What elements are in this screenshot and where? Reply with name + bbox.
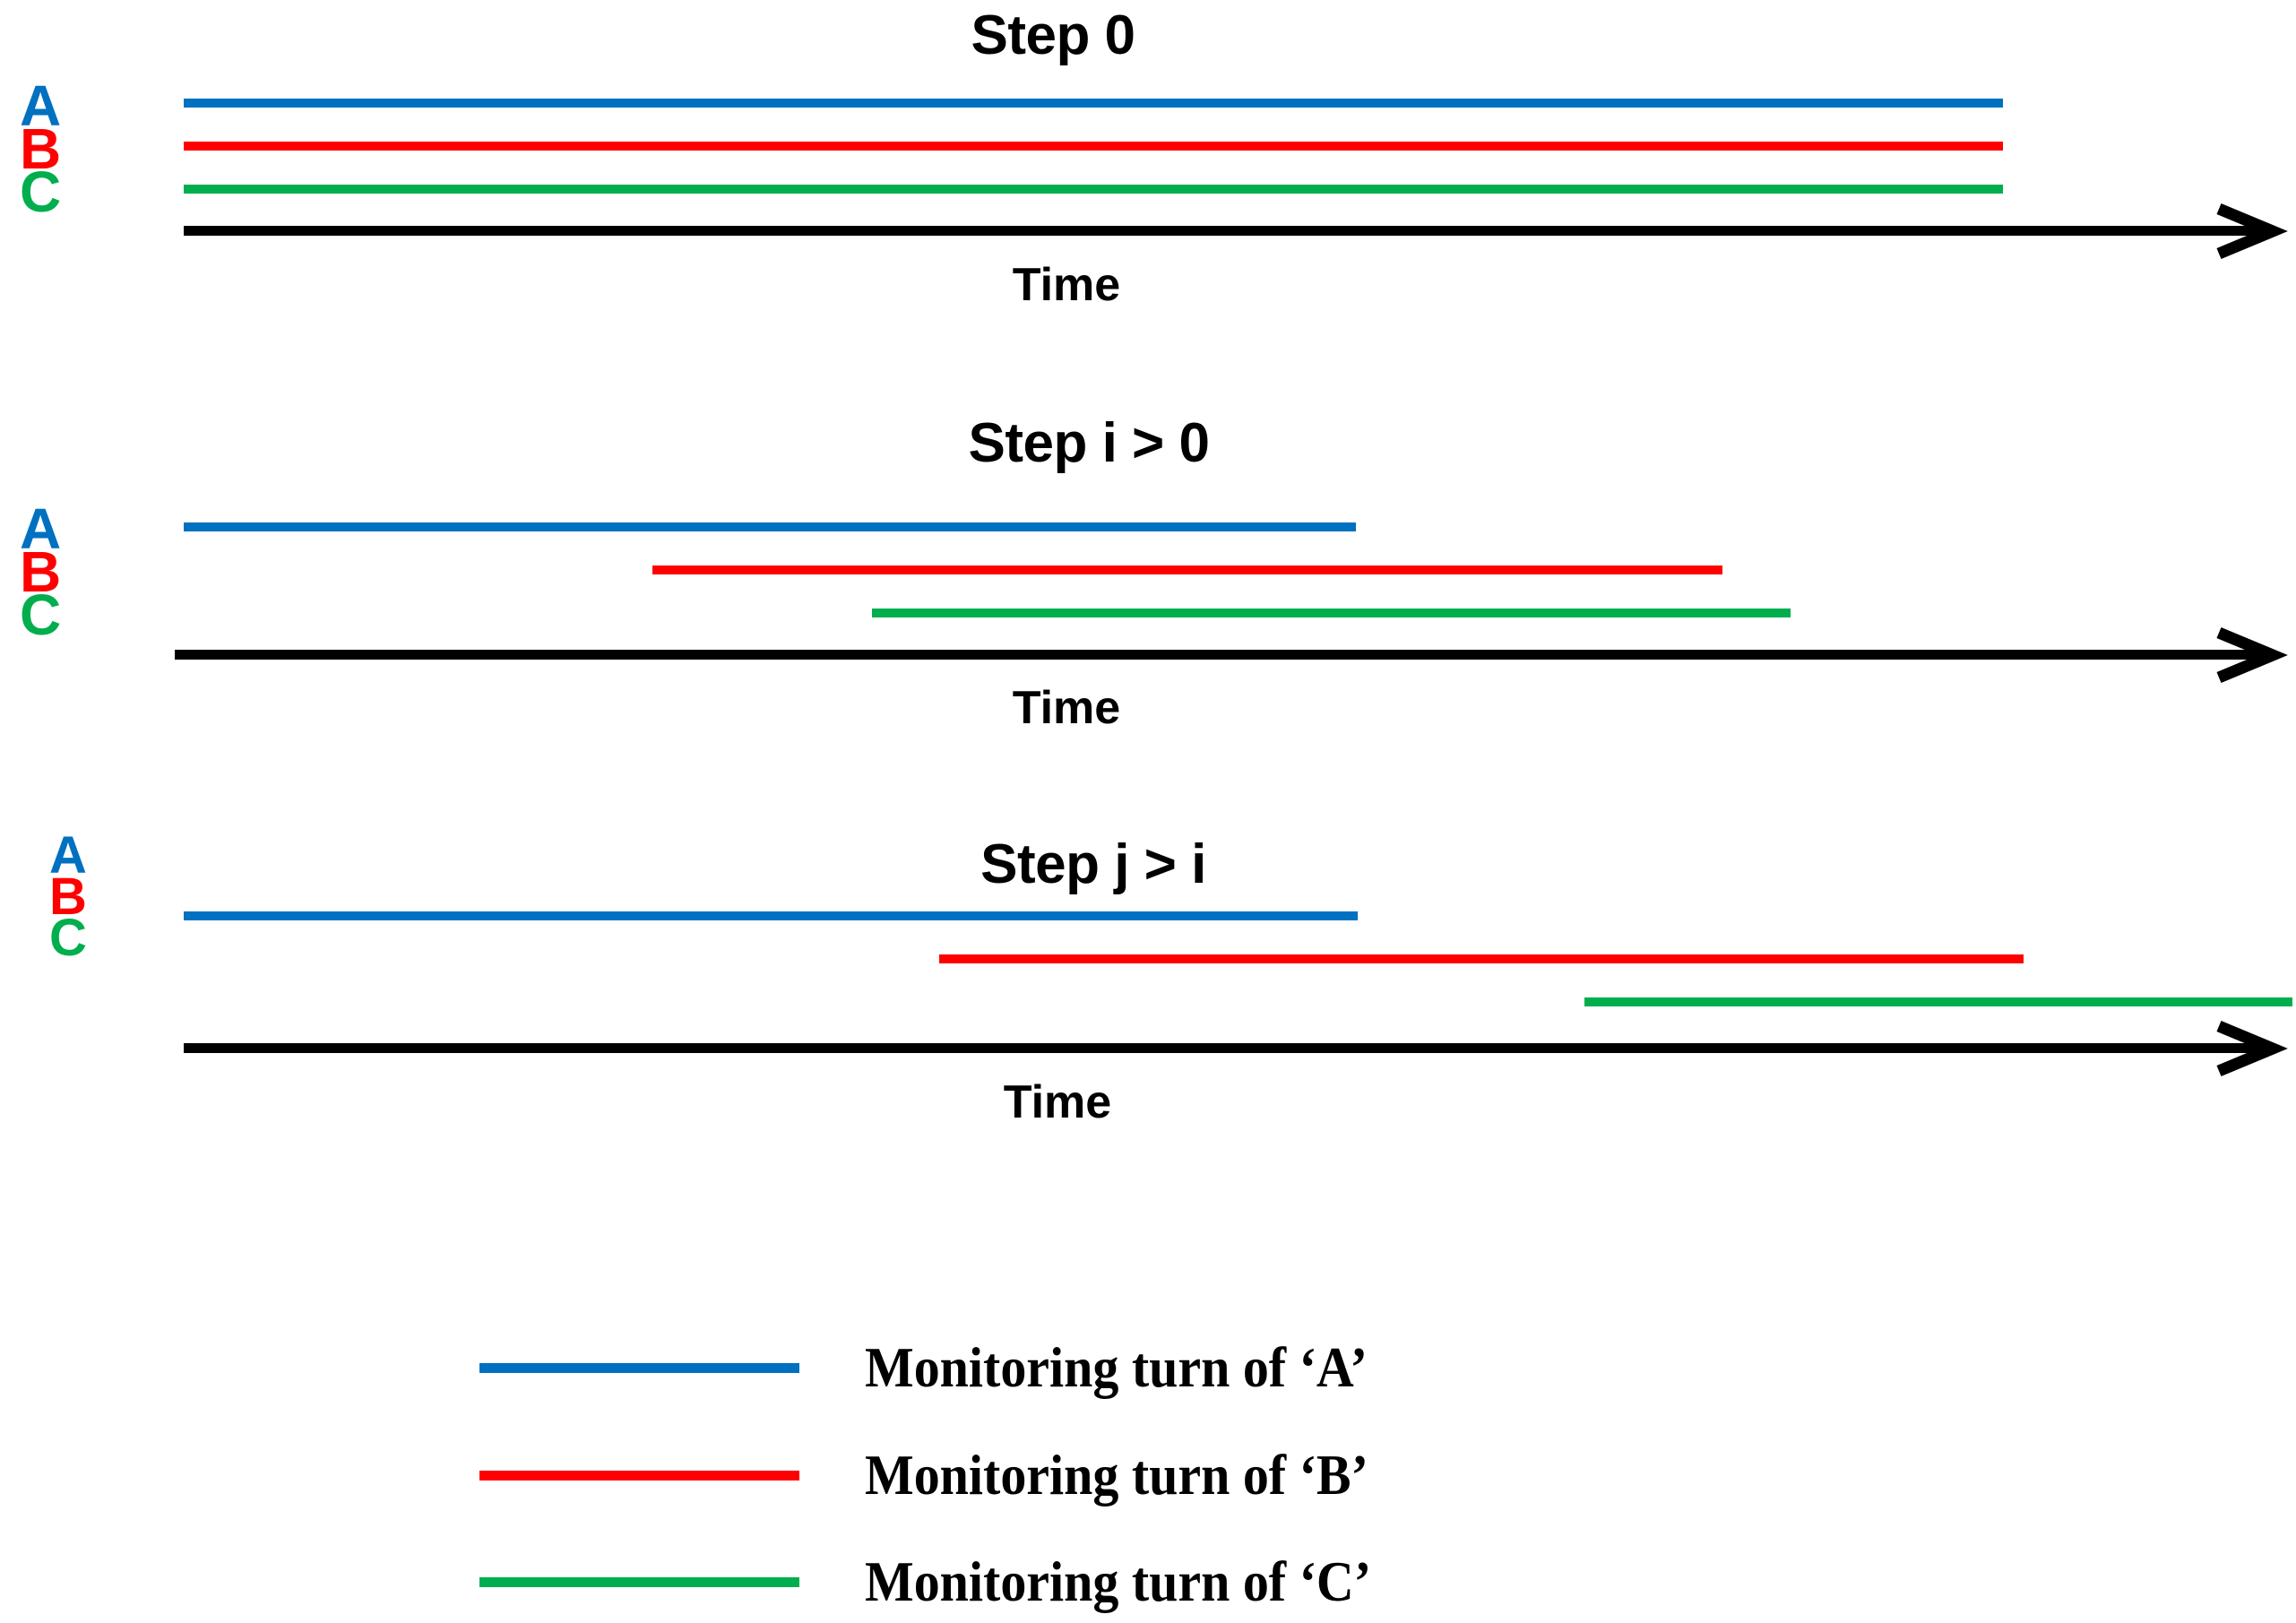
interval-bar-a-step-0 [184, 99, 2003, 108]
track-label-a-step-j: A [49, 826, 87, 885]
panel-title-step-i: Step i > 0 [968, 412, 1210, 474]
track-label-b-step-0: B [20, 117, 62, 181]
legend-swatch-a [479, 1363, 799, 1373]
time-axis-step-0 [184, 226, 2258, 236]
panel-title-step-0: Step 0 [971, 4, 1135, 66]
track-label-a-step-0: A [20, 73, 62, 138]
panel-step-0: Step 0 A B C Time [0, 0, 2296, 341]
interval-bar-b-step-j [939, 954, 2024, 963]
legend-label-b: Monitoring turn of ‘B’ [865, 1444, 1368, 1506]
time-axis-label-step-j: Time [1003, 1076, 1112, 1128]
track-label-c-step-i: C [20, 583, 62, 647]
interval-bar-c-step-i [872, 609, 1791, 617]
legend-label-a: Monitoring turn of ‘A’ [865, 1336, 1368, 1399]
time-axis-step-j [184, 1043, 2258, 1053]
interval-bar-b-step-i [652, 565, 1722, 574]
time-axis-label-step-i: Time [1012, 682, 1121, 734]
panel-step-i: Step i > 0 A B C Time [0, 408, 2296, 748]
legend-swatch-b [479, 1471, 799, 1481]
interval-bar-a-step-j [184, 911, 1358, 920]
interval-bar-c-step-j [1584, 997, 2292, 1006]
time-axis-step-i [175, 650, 2258, 660]
interval-bar-a-step-i [184, 522, 1356, 531]
track-label-c-step-j: C [49, 909, 87, 967]
track-label-b-step-j: B [49, 868, 87, 926]
track-label-a-step-i: A [20, 496, 62, 561]
interval-bar-b-step-0 [184, 142, 2003, 151]
interval-bar-c-step-0 [184, 185, 2003, 194]
track-label-c-step-0: C [20, 160, 62, 224]
legend-label-c: Monitoring turn of ‘C’ [865, 1550, 1372, 1613]
panel-step-j: Step j > i A B C Time [0, 826, 2296, 1170]
legend-swatch-c [479, 1577, 799, 1587]
time-axis-label-step-0: Time [1012, 259, 1121, 311]
track-label-b-step-i: B [20, 540, 62, 604]
panel-title-step-j: Step j > i [980, 833, 1206, 895]
